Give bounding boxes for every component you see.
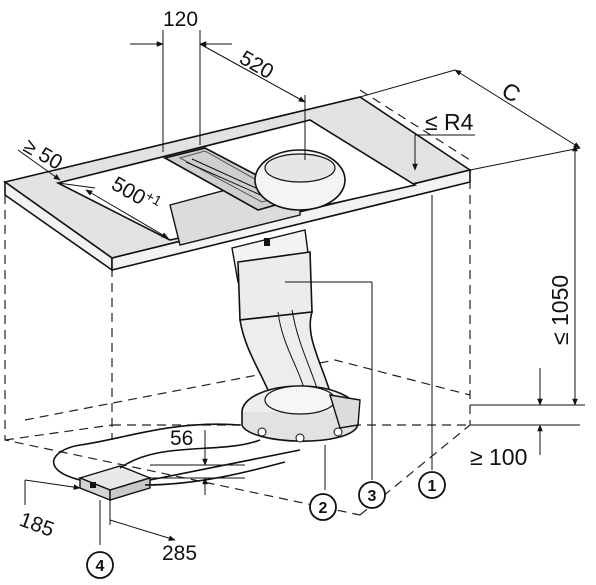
duct bbox=[231, 229, 332, 396]
dimension-lines bbox=[17, 30, 585, 545]
dim-100-label: ≥ 100 bbox=[470, 444, 527, 470]
callout-2-label: 2 bbox=[319, 500, 328, 517]
dim-120-label: 120 bbox=[163, 8, 198, 31]
callout-2: 2 bbox=[309, 493, 337, 521]
control-box bbox=[77, 465, 153, 502]
callout-1-label: 1 bbox=[428, 478, 437, 495]
dim-285-label: 285 bbox=[162, 542, 197, 565]
dim-r4-label: ≤ R4 bbox=[425, 109, 474, 135]
dim-185-label: 185 bbox=[16, 508, 57, 542]
callout-1: 1 bbox=[418, 471, 446, 499]
fan-module bbox=[241, 385, 361, 443]
dim-c-label: C bbox=[498, 77, 525, 108]
dim-500-tolerance: +1 bbox=[143, 187, 165, 209]
cooktop-extractor-unit bbox=[162, 147, 346, 246]
callout-4: 4 bbox=[86, 551, 114, 579]
dim-1050-label: ≤ 1050 bbox=[547, 275, 573, 345]
dim-520-label: 520 bbox=[236, 46, 278, 83]
callout-4-label: 4 bbox=[96, 558, 105, 575]
callout-3: 3 bbox=[358, 481, 386, 509]
callout-3-label: 3 bbox=[368, 488, 377, 505]
dim-56-label: 56 bbox=[170, 427, 193, 450]
